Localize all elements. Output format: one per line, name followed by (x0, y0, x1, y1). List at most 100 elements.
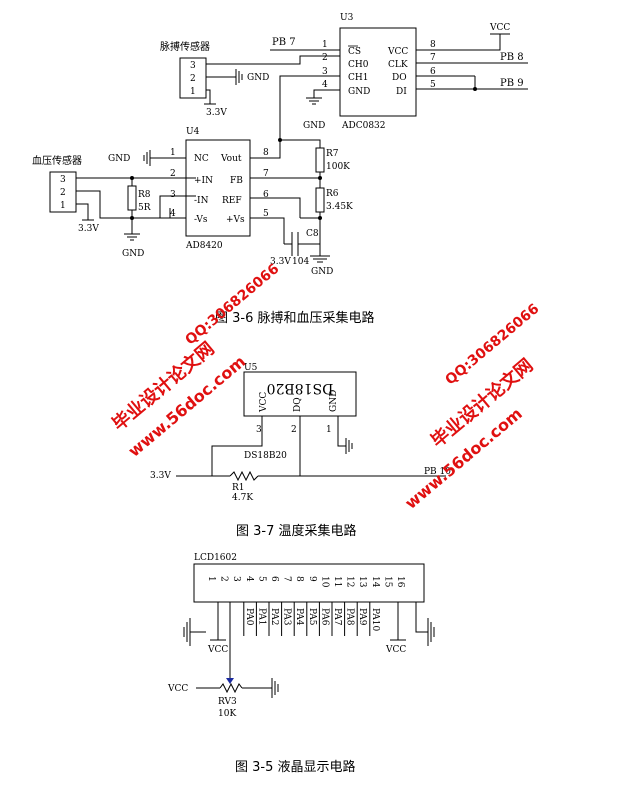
lcd-bus-label: PA4 (294, 608, 304, 626)
watermark-left-qq: QQ:306826066 (182, 261, 282, 349)
lcd-pin-number: 12 (345, 576, 355, 587)
u3-num-2: 2 (322, 53, 328, 63)
lcd-pin-number: 16 (395, 576, 405, 588)
u3-num-5: 5 (430, 80, 436, 90)
lcd-pin-number: 1 (206, 576, 216, 582)
u3-pin-gnd: GND (348, 87, 370, 97)
u3-pin-do: DO (392, 73, 407, 83)
u3-num-1: 1 (322, 40, 328, 50)
r8-resistor: R8 5R GND (122, 176, 151, 259)
u3-part: ADC0832 (341, 121, 386, 131)
lcd-bus-label: PA1 (256, 608, 266, 625)
lcd-vcc-left: VCC (207, 645, 228, 655)
pulse-pin-3: 3 (190, 61, 196, 71)
lcd-bus-label: PA7 (332, 608, 342, 626)
lcd-bus-label: PA8 (345, 608, 355, 626)
r6-resistor: R6 3.45K (315, 187, 353, 232)
bp-sensor-connector: 血压传感器 3 2 1 3.3V (32, 154, 196, 234)
figure-temperature: U5 DS18B20 VCC DQ GND 3 2 1 DS18B20 3.3V… (150, 363, 451, 539)
r8-gnd-label: GND (122, 249, 144, 259)
u4-num-4: 4 (170, 209, 176, 219)
u5-pin-vcc: VCC (259, 392, 269, 413)
u3-pin-vcc: VCC (387, 47, 408, 57)
rv3-potentiometer: VCC RV3 10K (167, 678, 279, 719)
u4-num-7: 7 (263, 169, 269, 179)
u4-part: AD8420 (185, 241, 223, 251)
u4-pin-ref: REF (222, 196, 242, 206)
lcd-pin-number: 3 (231, 576, 241, 582)
u4-num-8: 8 (263, 148, 269, 158)
rv3-value: 10K (218, 709, 236, 719)
net-pb9: PB 9 (500, 78, 524, 89)
r1-value: 4.7K (232, 493, 253, 503)
u3-num-6: 6 (430, 67, 436, 77)
figure-caption-3-7: 图 3-7 温度采集电路 (236, 523, 357, 539)
lcd-pin-number: 9 (307, 576, 317, 582)
lcd-pin-number: 8 (294, 576, 304, 582)
u4-pin-vout: Vout (220, 154, 242, 164)
u5-pin-dq: DQ (293, 397, 303, 412)
u4-pin-minus-vs: -Vs (194, 215, 208, 225)
net-pb8: PB 8 (500, 52, 524, 63)
c8-capacitor: C8 104 3.3V GND (270, 229, 333, 277)
bp-pin-3: 3 (60, 175, 66, 185)
u4-pin-nc: NC (194, 154, 209, 164)
lcd-pin-number: 5 (256, 576, 266, 582)
u4-num-6: 6 (263, 190, 269, 200)
figure-caption-3-6: 图 3-6 脉搏和血压采集电路 (215, 310, 375, 326)
u5-num-2: 2 (291, 425, 297, 435)
lcd-pin-number: 10 (319, 576, 329, 588)
u3-num-8: 8 (430, 40, 436, 50)
lcd-pin-number: 6 (269, 576, 279, 582)
c8-value: 104 (292, 257, 309, 267)
lcd-pin-number: 14 (370, 576, 380, 588)
watermark-right: www.56doc.com 毕业设计论文网 QQ:306826066 (401, 301, 542, 513)
temp-3v3-label: 3.3V (150, 471, 171, 481)
u4-num-3: 3 (170, 190, 176, 200)
r7-resistor: R7 100K (315, 147, 350, 188)
r6-ref: R6 (326, 189, 339, 199)
u3-ref: U3 (340, 13, 354, 23)
u3-num-7: 7 (430, 53, 436, 63)
u4-pin-fb: FB (230, 176, 243, 186)
lcd-bus-label: PA5 (307, 608, 317, 626)
u3-pin-clk: CLK (388, 60, 408, 70)
bp-pin-1: 1 (60, 201, 66, 211)
net-vcc-u3: VCC (489, 23, 510, 33)
u4-num-5: 5 (263, 209, 269, 219)
pulse-sensor-label: 脉搏传感器 (160, 40, 210, 53)
bp-pin-2: 2 (60, 188, 66, 198)
u5-num-1: 1 (326, 425, 332, 435)
c8-gnd-label: GND (311, 267, 333, 277)
rv3-ref: RV3 (218, 697, 237, 707)
u4-ref: U4 (186, 127, 200, 137)
lcd-bus-label: PA2 (269, 608, 279, 625)
u4-ad8420: U4 NC +IN -IN -Vs Vout FB REF +Vs 1 2 3 … (108, 127, 322, 251)
r7-ref: R7 (326, 149, 339, 159)
pulse-gnd-symbol (235, 69, 243, 85)
lcd1602-body (193, 563, 425, 603)
u5-num-3: 3 (256, 425, 262, 435)
net-pb7: PB 7 (272, 37, 296, 48)
r8-ref: R8 (138, 190, 151, 200)
r7-value: 100K (326, 162, 350, 172)
ds18b20-net-label: DS18B20 (244, 451, 287, 461)
u3-num-4: 4 (322, 80, 328, 90)
r8-value: 5R (138, 203, 151, 213)
pulse-pin-1: 1 (190, 87, 196, 97)
u5-pin-gnd: GND (329, 390, 339, 412)
c8-ref: C8 (306, 229, 319, 239)
u4-pin-plus-in: +IN (194, 176, 213, 186)
lcd-pin-number: 7 (282, 576, 292, 582)
lcd-pin-number: 13 (357, 576, 367, 588)
u3-gnd-label: GND (303, 121, 325, 131)
figure-pulse-bp: 脉搏传感器 3 2 1 GND 3.3V U3 CS (32, 13, 528, 326)
bp-sensor-label: 血压传感器 (32, 154, 82, 167)
u4-num-1: 1 (170, 148, 176, 158)
u5-ref: U5 (244, 363, 258, 373)
lcd-bus-label: PA10 (370, 608, 380, 631)
u3-pin-cs: CS (348, 47, 361, 57)
u4-num-2: 2 (170, 169, 176, 179)
